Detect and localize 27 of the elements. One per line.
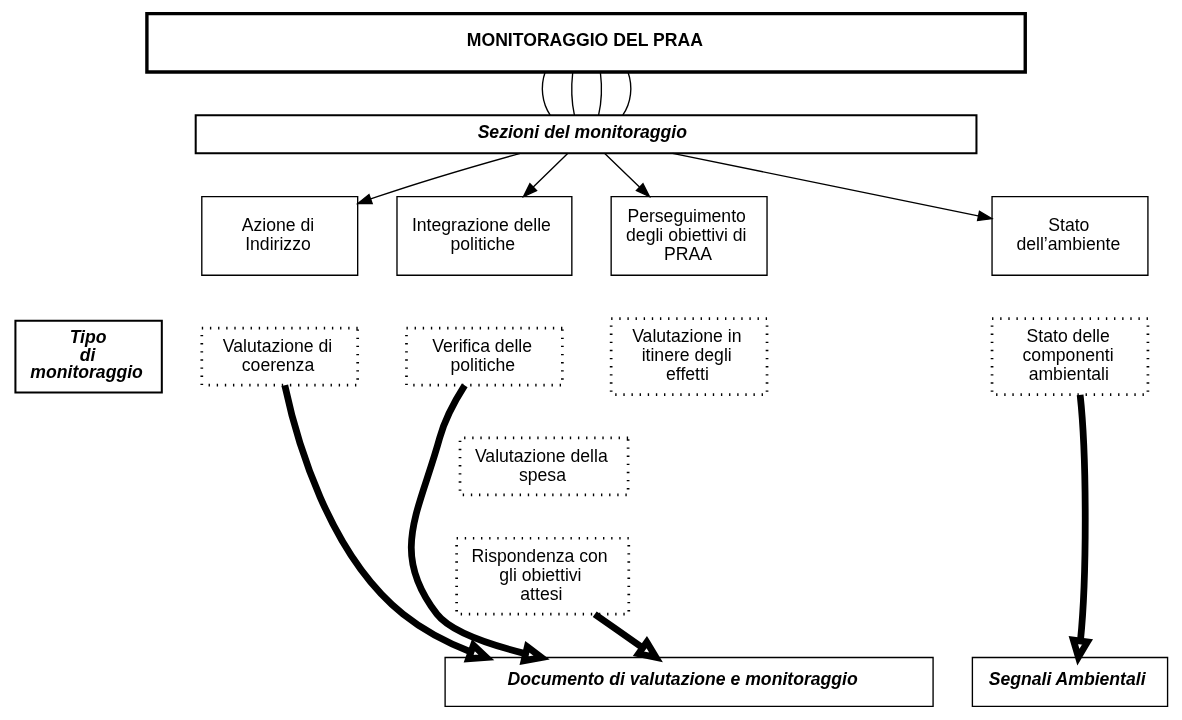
arrow [671,152,994,222]
arrow [521,152,569,198]
connector [541,71,551,116]
node-box: Tipo di monitoraggio [13,319,163,394]
node-box: Valutazione della spesa [458,436,629,497]
node-box: Stato delle componenti ambientali [990,317,1149,396]
node-box: Rispondenza con gli obiettivi attesi [454,536,630,616]
node-box: Verifica delle politiche [404,326,564,387]
node-box: Segnali Ambientali [971,656,1168,707]
connector [570,71,575,116]
node-box: Documento di valutazione e monitoraggio [443,656,934,707]
node-box: Valutazione di coerenza [199,326,359,387]
node-box: Azione di Indirizzo [200,196,358,276]
arrow [280,384,494,663]
node-box: Stato dell’ambiente [990,196,1149,276]
node-box: Sezioni del monitoraggio [194,114,977,155]
node-box: Perseguimento degli obiettivi di PRAA [609,196,768,276]
connector [621,71,631,116]
arrow [407,383,550,665]
node-box: Valutazione in itinere degli effetti [609,317,768,396]
node-box: Integrazione delle politiche [395,196,573,276]
arrow [603,152,651,198]
connector [597,71,602,116]
arrow [592,611,663,663]
arrow [1068,394,1093,666]
arrow [355,152,521,205]
node-box: MONITORAGGIO DEL PRAA [144,12,1027,74]
